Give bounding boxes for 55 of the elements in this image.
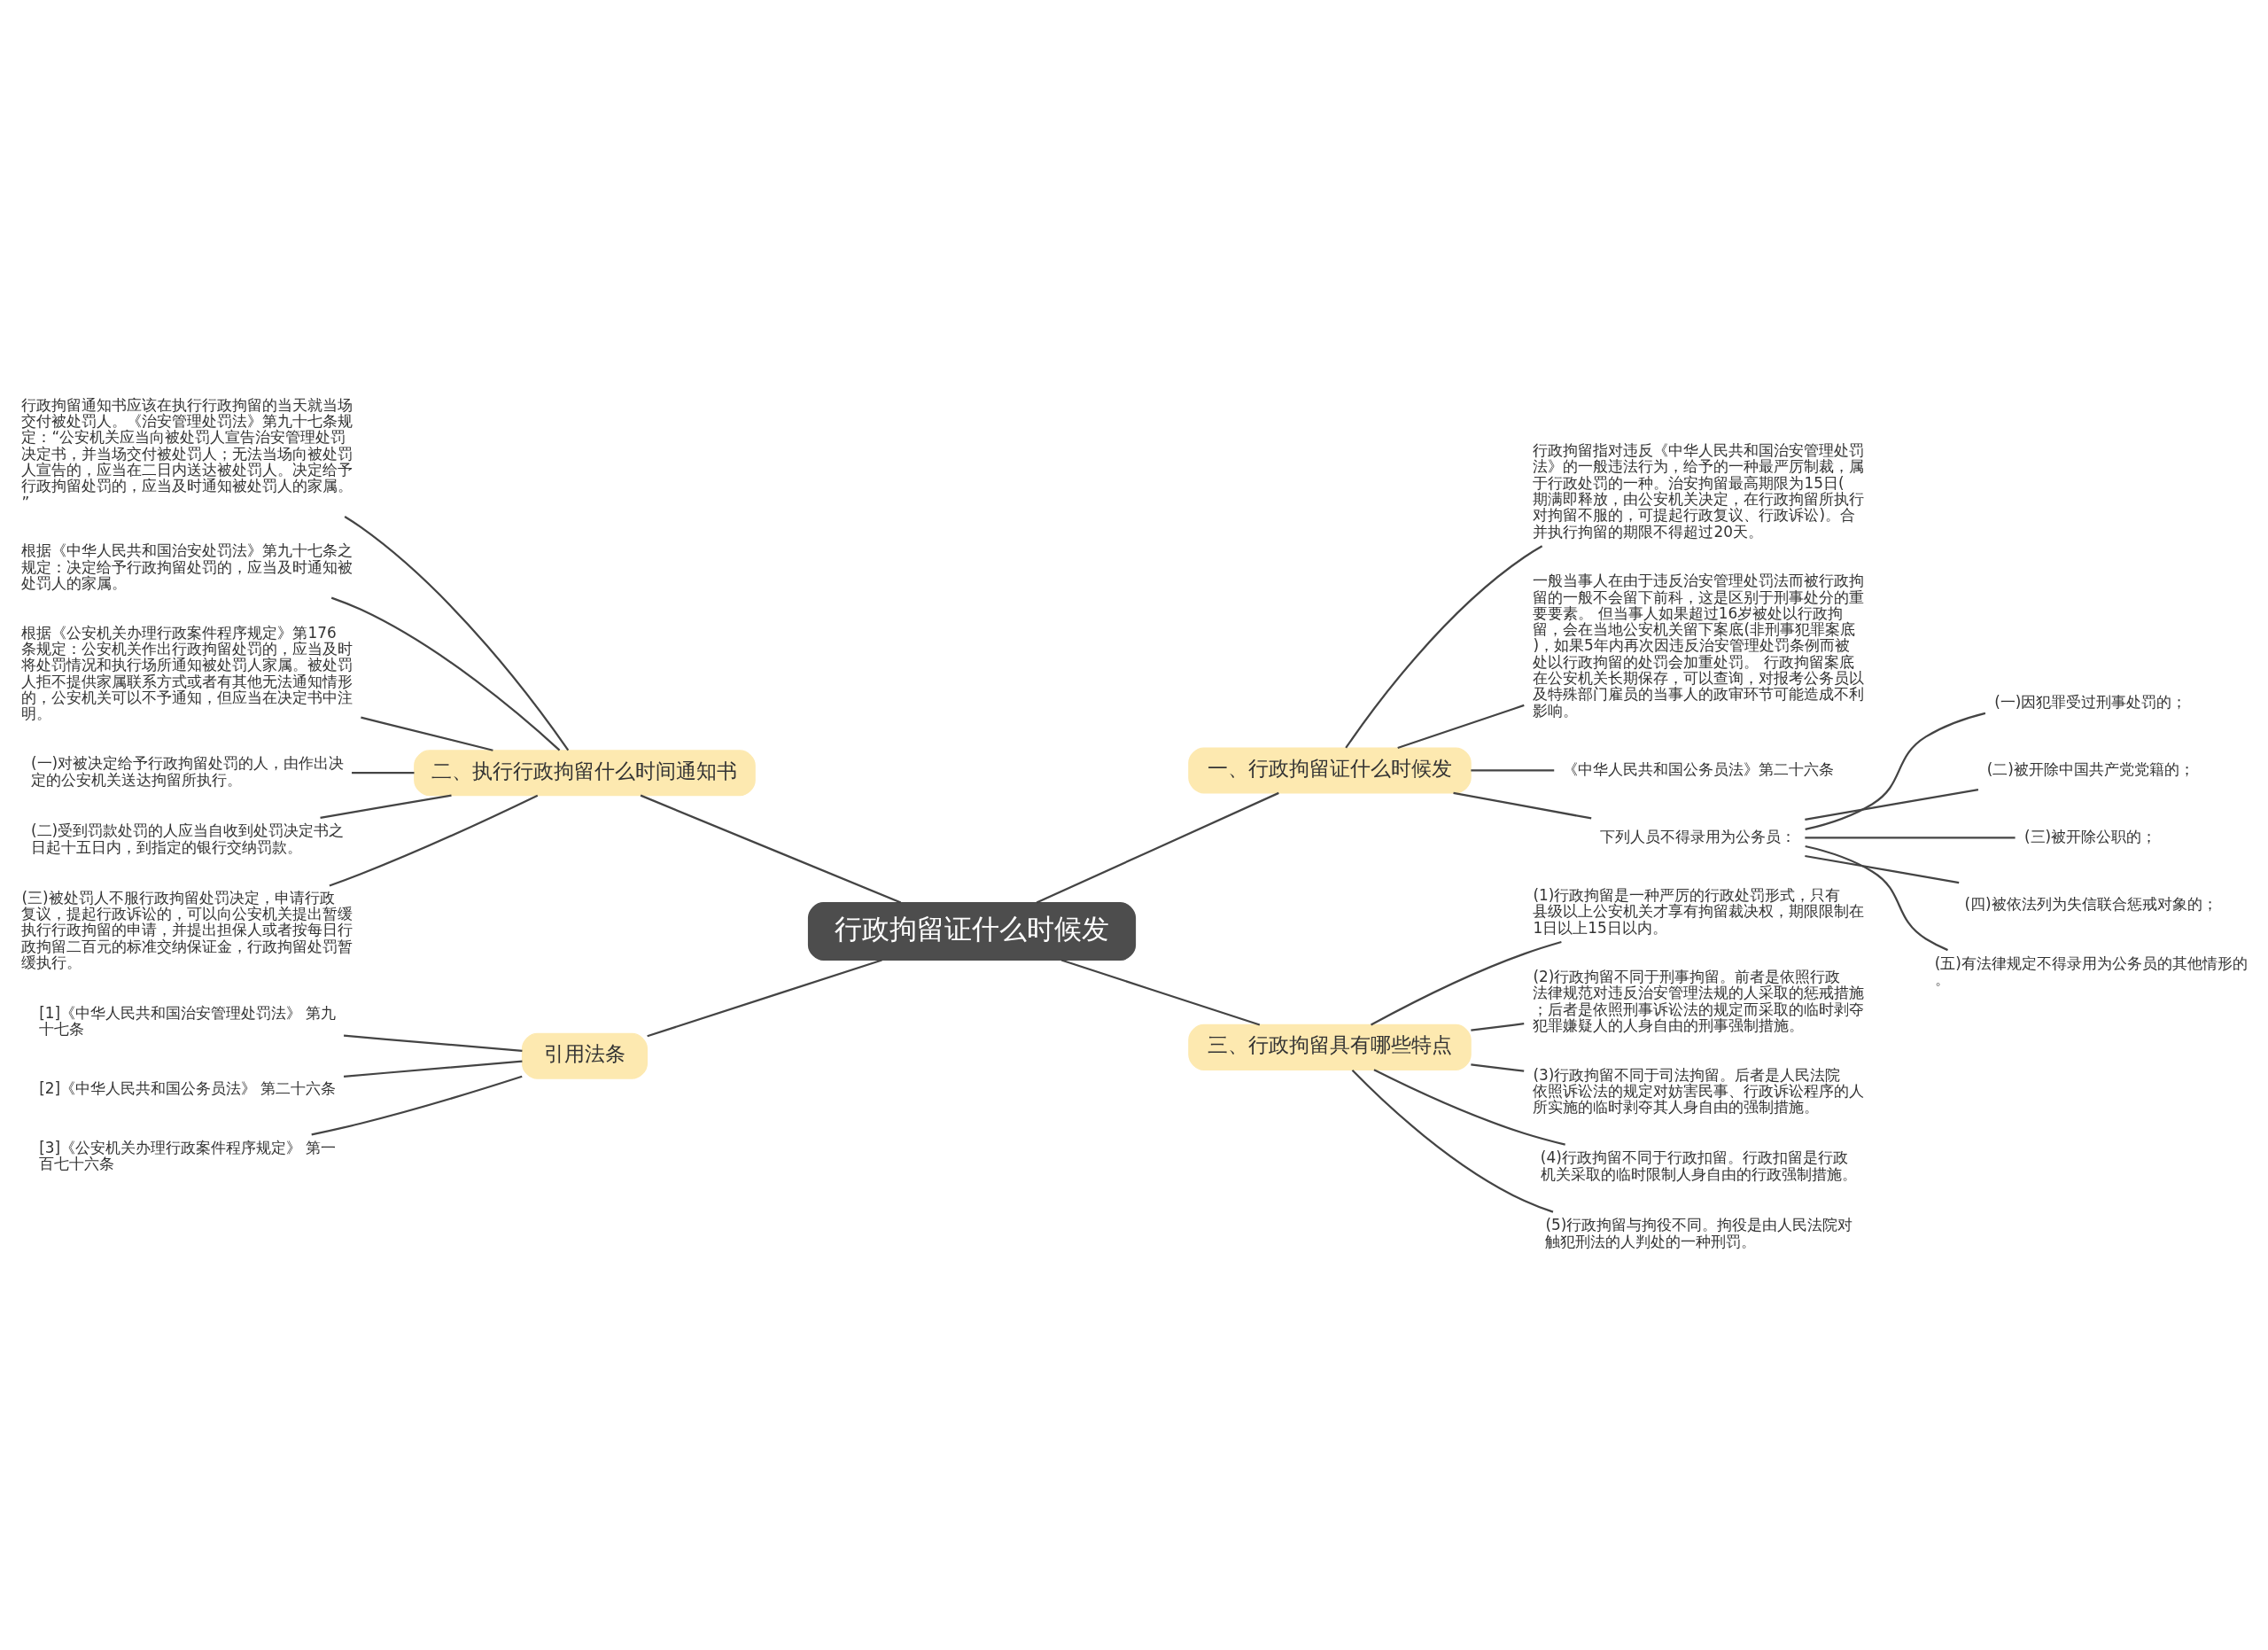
- node-box: 二、执行行政拘留什么时间通知书: [414, 750, 756, 797]
- node-text: (二)被开除中国共产党党籍的；: [1986, 759, 2194, 778]
- connector: [1345, 545, 1543, 749]
- connector: [1471, 1023, 1525, 1031]
- node-text: (一)因犯罪受过刑事处罚的；: [1994, 692, 2187, 711]
- connector: [1453, 791, 1592, 820]
- connector: [344, 516, 570, 751]
- connector: [1371, 940, 1562, 1026]
- node-text: (1)行政拘留是一种严厉的行政处罚形式，只有县级以上公安机关才享有拘留裁决权，期限限制在1日以上15日以内。: [1533, 885, 1865, 937]
- connector: [352, 772, 415, 774]
- node-text: (三)被开除公职的；: [2024, 827, 2157, 845]
- connector: [343, 1060, 523, 1078]
- connector: [1036, 791, 1279, 904]
- node-text: [3]《公安机关办理行政案件程序规定》 第一百七十六条: [39, 1138, 337, 1173]
- node-text: (二)受到罚款处罚的人应当自收到处罚决定书之日起十五日内，到指定的银行交纳罚款。: [31, 821, 345, 856]
- node-text: (一)对被决定给予行政拘留处罚的人，由作出决定的公安机关送达拘留所执行。: [31, 754, 345, 789]
- connector: [640, 794, 902, 904]
- connector: [1351, 1069, 1554, 1213]
- connector: [320, 794, 452, 819]
- connector: [329, 794, 539, 887]
- connector: [1060, 959, 1261, 1026]
- node-text: 根据《中华人民共和国治安处罚法》第九十七条之规定：决定给予行政拘留处罚的，应当及时通知被处罚人的家属。: [21, 541, 353, 593]
- node-text: 下列人员不得录用为公务员：: [1600, 827, 1797, 845]
- connector: [647, 959, 882, 1038]
- node-text: 根据《公安机关办理行政案件程序规定》第176条规定：公安机关作出行政拘留处罚的，应当及时将处罚情况和执行场所通知被处罚人家属。被处罚人拒不提供家属联系方式或者有其他无法通知情形的，公安机关可以不予通知，但应当在决定书中注明。: [21, 623, 353, 723]
- connector: [1471, 769, 1555, 772]
- connector: [1805, 854, 1960, 884]
- connector: [1805, 712, 1986, 830]
- node-text: 一般当事人在由于违反治安管理处罚法而被行政拘留的一般不会留下前科，这是区别于刑事处分的重要要素。 但当事人如果超过16岁被处以行政拘留，会在当地公安机关留下案底(非刑事犯罪案底)，如果5年内再次因违反治安管理处罚条例而被处以行政拘留的处罚会加重处罚。 行政拘留案底在公安机关长期保存，可以查询，对报考公务员以及特殊部门雇员的当事人的政审环节可能造成不利影响。: [1533, 572, 1865, 720]
- connector: [1373, 1069, 1565, 1146]
- node-text: 《中华人民共和国公务员法》第二十六条: [1563, 759, 1835, 778]
- node-text: (五)有法律规定不得录用为公务员的其他情形的。: [1934, 953, 2248, 988]
- connector: [343, 1034, 523, 1052]
- node-box: 三、行政拘留具有哪些特点: [1188, 1023, 1472, 1070]
- node-box: 引用法条: [521, 1032, 649, 1079]
- node-text: (5)行政拘留与拘役不同。拘役是由人民法院对触犯刑法的人判处的一种刑罚。: [1545, 1216, 1853, 1250]
- connector: [1471, 1063, 1525, 1072]
- node-text: (四)被依法列为失信联合惩戒对象的；: [1964, 894, 2218, 913]
- connector: [1805, 788, 1979, 821]
- connector: [1805, 844, 1948, 952]
- node-text: [2]《中华人民共和国公务员法》 第二十六条: [39, 1079, 337, 1098]
- connector: [1805, 837, 2016, 839]
- node-text: (4)行政拘留不同于行政扣留。行政扣留是行政机关采取的临时限制人身自由的行政强制措施。: [1540, 1148, 1857, 1183]
- node-text: (3)行政拘留不同于司法拘留。后者是人民法院依照诉讼法的规定对妨害民事、行政诉讼程序的人所实施的临时剥夺其人身自由的强制措施。: [1533, 1065, 1865, 1117]
- node-text: 行政拘留通知书应该在执行行政拘留的当天就当场交付被处罚人。《治安管理处罚法》第九十七条规定：“公安机关应当向被处罚人宣告治安管理处罚决定书，并当场交付被处罚人；无法当场向被处罚人宣告的，应当在二日内送达被处罚人。决定给予行政拘留处罚的，应当及时通知被处罚人的家属。”: [21, 395, 353, 511]
- node-text: (2)行政拘留不同于刑事拘留。前者是依照行政法律规范对违反治安管理法规的人采取的惩戒措施；后者是依照刑事诉讼法的规定而采取的临时剥夺犯罪嫌疑人的人身自由的刑事强制措施。: [1533, 968, 1865, 1035]
- node-box: 行政拘留证什么时候发: [807, 901, 1137, 961]
- node-box: 一、行政拘留证什么时候发: [1188, 747, 1472, 794]
- connector: [311, 1075, 523, 1136]
- connector: [1397, 704, 1525, 750]
- connector: [330, 596, 561, 751]
- node-text: (三)被处罚人不服行政拘留处罚决定，申请行政复议，提起行政诉讼的，可以向公安机关提出暂缓执行行政拘留的申请，并提出担保人或者按每日行政拘留二百元的标准交纳保证金，行政拘留处罚暂缓执行。: [21, 888, 353, 971]
- node-text: [1]《中华人民共和国治安管理处罚法》 第九十七条: [39, 1003, 337, 1039]
- connector: [361, 716, 493, 751]
- node-text: 行政拘留指对违反《中华人民共和国治安管理处罚法》的一般违法行为，给予的一种最严厉制裁，属于行政处罚的一种。治安拘留最高期限为15日(期满即释放，由公安机关决定，在行政拘留所执行对拘留不服的，可提起行政复议、行政诉讼)。合并执行拘留的期限不得超过20天。: [1533, 441, 1865, 541]
